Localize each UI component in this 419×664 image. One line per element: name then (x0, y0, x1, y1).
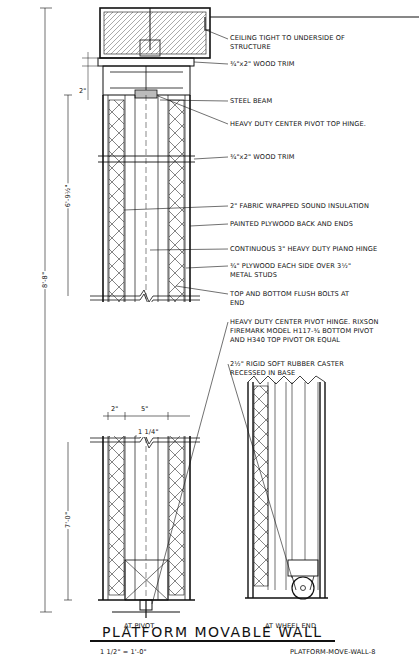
dimension-text: 1 1/4" (137, 428, 160, 437)
dimension-text: 2" (110, 405, 119, 414)
callout-note: PAINTED PLYWOOD BACK AND ENDS (230, 220, 353, 229)
callout-note: ¾"x2" WOOD TRIM (230, 153, 294, 162)
callout-note: HEAVY DUTY CENTER PIVOT HINGE. RIXSON FI… (230, 318, 380, 345)
callout-note: 1 1/2" = 1'-0" (100, 648, 147, 657)
dimension-text: 7'-0" (64, 511, 73, 529)
drawing-title: PLATFORM MOVABLE WALL (102, 624, 323, 640)
dimension-text: 5" (140, 405, 149, 414)
callout-note: ¾" PLYWOOD EACH SIDE OVER 3½" METAL STUD… (230, 262, 360, 280)
callout-note: TOP AND BOTTOM FLUSH BOLTS AT END (230, 290, 355, 308)
dimension-text: 8'-8" (41, 271, 50, 289)
callout-note: CEILING TIGHT TO UNDERSIDE OF STRUCTURE (230, 34, 358, 52)
callout-note: HEAVY DUTY CENTER PIVOT TOP HINGE. (230, 120, 366, 129)
callout-note: STEEL BEAM (230, 97, 272, 106)
callout-note: CONTINUOUS 3" HEAVY DUTY PIANO HINGE (230, 245, 377, 254)
callout-note: 2½" RIGID SOFT RUBBER CASTER RECESSED IN… (230, 360, 370, 378)
dimension-text: 6'-9½" (64, 184, 73, 209)
callout-note: 2" FABRIC WRAPPED SOUND INSULATION (230, 202, 369, 211)
callout-note: PLATFORM-MOVE-WALL-8 (290, 648, 376, 657)
callout-note: ¾"x2" WOOD TRIM (230, 60, 294, 69)
dimension-text: 2" (78, 87, 87, 96)
